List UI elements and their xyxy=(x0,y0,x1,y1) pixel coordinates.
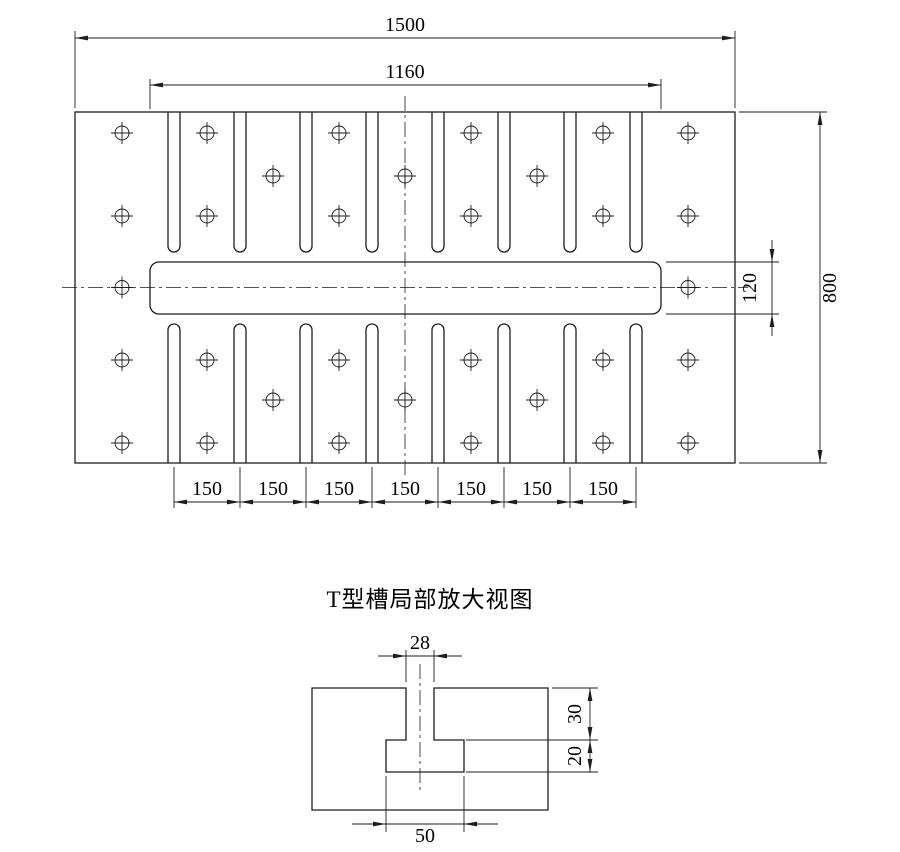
dimension-arrowhead xyxy=(393,653,406,659)
t-slot-bottom xyxy=(431,323,445,463)
dimension-arrowhead xyxy=(372,499,385,505)
dimension-arrowhead xyxy=(769,249,775,262)
dim-overall-height-label: 800 xyxy=(819,273,841,303)
dimension-arrowhead xyxy=(623,499,636,505)
dim-slot-lower-depth-label: 20 xyxy=(564,746,586,766)
t-slot-bottom xyxy=(497,323,511,463)
t-slot-top xyxy=(497,112,511,253)
dimension-arrowhead xyxy=(464,821,477,827)
dim-center-slot-length-label: 1160 xyxy=(385,61,424,83)
dimension-arrowhead xyxy=(587,740,593,753)
t-slot-bottom xyxy=(233,323,247,463)
t-slot-bottom xyxy=(563,323,577,463)
detail-caption: T型槽局部放大视图 xyxy=(326,587,533,612)
dim-pitch-label: 150 xyxy=(324,478,354,500)
t-slot-top xyxy=(431,112,445,253)
dimension-arrowhead xyxy=(817,450,823,463)
dimension-arrowhead xyxy=(587,688,593,701)
dimension-arrowhead xyxy=(438,499,451,505)
dimension-text-layer: 1500 1160 120 800 150 150 150 150 150 150 150 xyxy=(192,14,841,500)
detail-view: T型槽局部放大视图 28 30 20 50 xyxy=(311,587,598,847)
dimension-arrowhead xyxy=(557,499,570,505)
dimension-arrowhead xyxy=(722,35,735,41)
dim-slot-upper-depth-label: 30 xyxy=(564,704,586,724)
dimension-arrowhead xyxy=(293,499,306,505)
dimension-arrowhead xyxy=(587,727,593,740)
holes-layer xyxy=(111,122,699,454)
dimension-arrowhead xyxy=(373,821,386,827)
dimension-arrowhead xyxy=(174,499,187,505)
dimension-arrowhead xyxy=(587,759,593,772)
dimension-arrowhead xyxy=(648,82,661,88)
dimension-arrowhead xyxy=(359,499,372,505)
t-slot-bottom xyxy=(167,323,181,463)
dimension-arrowhead xyxy=(434,653,447,659)
dim-overall-width-label: 1500 xyxy=(385,14,425,36)
dim-pitch-label: 150 xyxy=(522,478,552,500)
dim-central-slot-width-label: 120 xyxy=(739,273,761,303)
t-slot-top xyxy=(563,112,577,253)
t-slot-bottom xyxy=(365,323,379,463)
centerlines-layer xyxy=(62,96,748,478)
dim-pitch-label: 150 xyxy=(192,478,222,500)
dimension-arrowhead xyxy=(491,499,504,505)
central-slot xyxy=(149,261,662,315)
t-slot-top xyxy=(629,112,643,253)
dimension-arrowhead xyxy=(240,499,253,505)
dim-pitch-label: 150 xyxy=(456,478,486,500)
dim-pitch-label: 150 xyxy=(588,478,618,500)
dimension-arrowhead xyxy=(75,35,88,41)
t-slots-layer xyxy=(167,112,643,463)
dim-slot-bottom-width-label: 50 xyxy=(415,825,435,847)
dimension-arrowhead xyxy=(570,499,583,505)
dimension-arrowhead xyxy=(425,499,438,505)
dimension-arrowhead xyxy=(817,112,823,125)
dim-slot-top-width-label: 28 xyxy=(410,632,430,654)
t-slot-top xyxy=(167,112,181,253)
dim-pitch-label: 150 xyxy=(390,478,420,500)
dimensions-layer xyxy=(74,31,827,508)
t-slot-bottom xyxy=(629,323,643,463)
dim-pitch-label: 150 xyxy=(258,478,288,500)
dimension-arrowhead xyxy=(227,499,240,505)
t-slot-bottom xyxy=(299,323,313,463)
dimension-arrowhead xyxy=(504,499,517,505)
t-slot-top xyxy=(365,112,379,253)
t-slot-cross-section xyxy=(311,687,549,811)
dimension-arrowhead xyxy=(306,499,319,505)
t-slot-top xyxy=(299,112,313,253)
dimension-arrowhead xyxy=(150,82,163,88)
t-slot-top xyxy=(233,112,247,253)
dimension-arrowhead xyxy=(769,314,775,327)
